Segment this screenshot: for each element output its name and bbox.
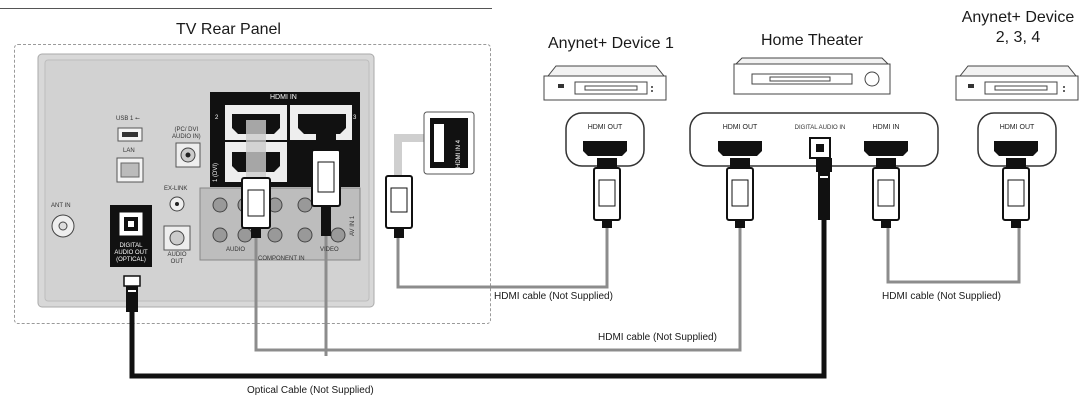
hdmi-plug-ht-in [872, 158, 900, 228]
optical-port-core [128, 221, 134, 227]
hdmi-cable-device1 [396, 226, 609, 289]
usb-port-inner [122, 132, 138, 137]
hdmi-port-4-label: HDMI IN 4 [456, 139, 462, 168]
hdmi-port-4 [434, 124, 444, 162]
ht-hdmi-out-port [718, 141, 762, 156]
audio-label: AUDIO [226, 247, 246, 253]
optical-plug-ht [816, 158, 832, 220]
hdmi-plug-ht-out [726, 158, 754, 228]
hdmi-cable-device234 [886, 226, 1021, 284]
optical-cable-label: Optical Cable (Not Supplied) [247, 385, 374, 396]
digital-audio-out-label: DIGITAL AUDIO OUT (OPTICAL) [114, 243, 148, 263]
hdmi-cable-home-theater [254, 226, 742, 352]
pc-audio-jack-hole [185, 152, 191, 158]
anynet-device-1 [543, 65, 667, 101]
device234-title-line2: 2, 3, 4 [995, 29, 1041, 46]
hdmi-cable-device1-label: HDMI cable (Not Supplied) [494, 291, 613, 302]
lan-label: LAN [123, 148, 135, 154]
anynet-device-234 [955, 65, 1079, 101]
audio-out-label: AUDIO OUT [167, 252, 187, 265]
hdmi-plug-device1 [593, 158, 621, 228]
ht-hdmi-in-port [864, 141, 908, 156]
ht-digital-audio-label: DIGITAL AUDIO IN [794, 125, 846, 131]
hdmi-plug-device234 [1002, 158, 1030, 228]
hdmi-cable-ht-label: HDMI cable (Not Supplied) [598, 332, 717, 343]
pc-dvi-audio-label: (PC/ DVI AUDIO IN) [172, 127, 201, 140]
av-in-label: AV IN 1 [350, 215, 356, 236]
device234-port-label: HDMI OUT [999, 124, 1035, 131]
device234-title-line1: Anynet+ Device [961, 9, 1075, 26]
tv-panel-title: TV Rear Panel [176, 21, 281, 38]
ant-in-label: ANT IN [51, 203, 71, 209]
device1-title: Anynet+ Device 1 [548, 35, 674, 52]
top-rule [0, 8, 492, 9]
hdmi4-cable-bend [394, 134, 428, 178]
device1-hdmi-out-port [583, 141, 627, 156]
pc-audio-jack-box [175, 142, 201, 168]
device1-port-label: HDMI OUT [587, 124, 623, 131]
hdmi-port-2-label: 2 [215, 115, 219, 121]
optical-cable [129, 220, 827, 379]
ex-link-label: EX-LINK [164, 186, 188, 192]
hdmi-in-header: HDMI IN [270, 94, 297, 101]
hdmi-port-3-label: 3 [353, 115, 357, 121]
device234-hdmi-out-port [994, 141, 1038, 156]
hdmi-cable-device234-label: HDMI cable (Not Supplied) [882, 291, 1001, 302]
home-theater-title: Home Theater [761, 32, 863, 49]
lan-port-inner [120, 162, 140, 178]
home-theater-device [733, 57, 891, 95]
usb-label: USB 1 ⭠ [116, 116, 140, 122]
video-label: VIDEO [320, 247, 339, 253]
hdmi-plug-tv-1 [241, 120, 271, 238]
tv-panel-frame [14, 44, 491, 324]
ht-digital-audio-port-core [816, 144, 824, 152]
ant-in-core [58, 221, 68, 231]
hdmi-plug-tv-4 [385, 175, 413, 238]
audio-out-jack [169, 230, 185, 246]
hdmi-plug-tv-2 [311, 122, 341, 236]
optical-plug-tv [123, 275, 141, 312]
ex-link-hole [175, 202, 179, 206]
component-in-label: COMPONENT IN [258, 256, 305, 262]
ht-hdmi-out-label: HDMI OUT [722, 124, 758, 131]
ht-hdmi-in-label: HDMI IN [872, 124, 900, 131]
hdmi-port-1-label: 1 (DVI) [213, 162, 219, 182]
